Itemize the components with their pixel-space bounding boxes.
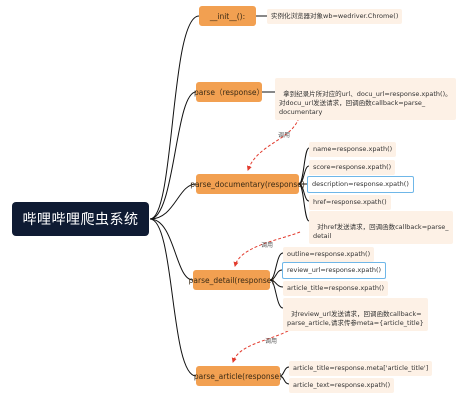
note-doc-4-text: href=response.xpath() <box>313 198 387 206</box>
note-doc-2[interactable]: score=response.xpath() <box>309 160 396 175</box>
note-detail-3[interactable]: article_title=response.xpath() <box>283 281 389 296</box>
branch-parse-detail <box>149 218 194 281</box>
call-label-3: 调用 <box>265 338 278 345</box>
note-article-2-text: article_text=response.xpath() <box>293 381 391 389</box>
note-doc-3-text: description=response.xpath() <box>312 180 409 188</box>
call-label-1: 调用 <box>278 132 291 139</box>
call-label-2: 调用 <box>261 242 274 249</box>
note-init-1[interactable]: 实例化浏览器对象wb=wedriver.Chrome() <box>267 9 403 24</box>
note-detail-3-text: article_title=response.xpath() <box>287 284 385 292</box>
branch-init <box>149 15 200 220</box>
link-doc-note-5 <box>298 183 310 222</box>
note-article-2[interactable]: article_text=response.xpath() <box>289 378 395 393</box>
note-doc-5-text: 对href发送请求，回调函数callback=parse_ detail <box>313 223 449 240</box>
note-article-1-text: article_title=response.meta['article_tit… <box>293 364 429 372</box>
link-doc-note-2 <box>298 165 310 185</box>
note-detail-1[interactable]: outline=response.xpath() <box>283 247 375 262</box>
method-parse-detail[interactable]: parse_detail(response) <box>189 270 274 290</box>
link-detail-note-4 <box>269 279 284 309</box>
note-init-1-text: 实例化浏览器对象wb=wedriver.Chrome() <box>271 12 399 20</box>
branch-parse-documentary <box>149 183 197 220</box>
method-parse-article-label: parse_article(response) <box>193 371 283 381</box>
note-detail-2-text: review_url=response.xpath() <box>287 266 382 274</box>
note-detail-4-text: 对review_url发送请求，回调函数callback= parse_arti… <box>287 310 424 327</box>
note-parse-1-text: 拿到纪录片所对应的url、docu_url=response.xpath()。 … <box>279 90 452 116</box>
note-detail-1-text: outline=response.xpath() <box>287 250 371 258</box>
note-article-1[interactable]: article_title=response.meta['article_tit… <box>289 361 433 376</box>
note-detail-4[interactable]: 对review_url发送请求，回调函数callback= parse_arti… <box>283 298 428 331</box>
note-doc-4[interactable]: href=response.xpath() <box>309 195 391 210</box>
method-init[interactable]: __init__(): <box>199 6 256 26</box>
link-article-note-2 <box>279 375 290 385</box>
call-arrow-2 <box>233 231 301 267</box>
note-doc-2-text: score=response.xpath() <box>313 163 392 171</box>
note-doc-5[interactable]: 对href发送请求，回调函数callback=parse_ detail <box>309 211 453 244</box>
note-doc-1[interactable]: name=response.xpath() <box>309 142 397 157</box>
note-parse-1[interactable]: 拿到纪录片所对应的url、docu_url=response.xpath()。 … <box>275 78 456 120</box>
method-parse-documentary-label: parse_documentary(response) <box>190 179 305 189</box>
method-parse-label: parse（response） <box>193 87 265 97</box>
root-topic[interactable]: 哔哩哔哩爬虫系统 <box>12 202 149 236</box>
note-detail-2[interactable]: review_url=response.xpath() <box>282 262 387 279</box>
method-parse-article[interactable]: parse_article(response) <box>193 366 283 386</box>
note-doc-1-text: name=response.xpath() <box>313 145 393 153</box>
branch-parse <box>149 91 197 220</box>
call-arrow-1 <box>246 112 301 171</box>
method-parse-documentary[interactable]: parse_documentary(response) <box>190 174 305 194</box>
method-parse[interactable]: parse（response） <box>193 82 265 102</box>
method-parse-detail-label: parse_detail(response) <box>188 275 275 285</box>
branch-parse-article <box>149 218 197 377</box>
method-init-label: __init__(): <box>209 11 246 21</box>
root-topic-label: 哔哩哔哩爬虫系统 <box>22 212 139 228</box>
note-doc-3[interactable]: description=response.xpath() <box>307 176 414 193</box>
